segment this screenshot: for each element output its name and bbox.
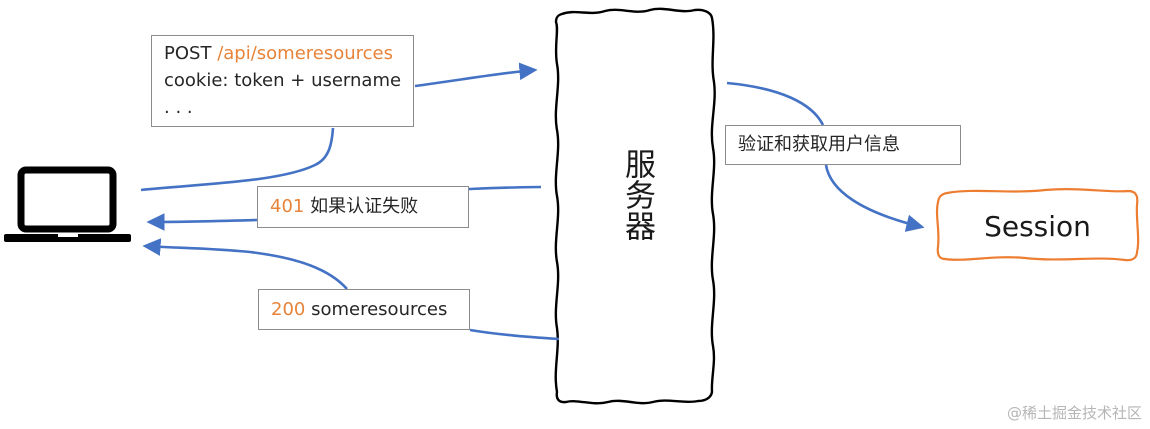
session-label: Session bbox=[984, 210, 1091, 243]
verify-text: 验证和获取用户信息 bbox=[738, 134, 900, 155]
verify-box: 验证和获取用户信息 bbox=[725, 125, 961, 165]
server-label: 服务器 bbox=[619, 148, 655, 241]
request-method: POST bbox=[164, 43, 212, 64]
success-arrow bbox=[145, 246, 560, 341]
request-ellipsis: . . . bbox=[164, 97, 193, 118]
fail-code: 401 bbox=[270, 196, 305, 217]
request-line: POST /api/someresources bbox=[164, 40, 413, 67]
laptop-icon bbox=[4, 166, 131, 242]
success-text: someresources bbox=[311, 299, 448, 320]
server-box bbox=[554, 7, 716, 405]
request-box: POST /api/someresources cookie: token + … bbox=[151, 35, 414, 127]
fail-text: 如果认证失败 bbox=[310, 196, 419, 217]
fail-arrow bbox=[149, 185, 542, 222]
watermark: @稀土掘金技术社区 bbox=[1006, 404, 1142, 422]
success-box: 200 someresources bbox=[258, 289, 470, 330]
fail-box: 401 如果认证失败 bbox=[257, 186, 469, 228]
request-path: /api/someresources bbox=[217, 43, 394, 64]
success-code: 200 bbox=[271, 299, 306, 320]
request-arrow bbox=[140, 70, 535, 192]
session-arrow bbox=[726, 81, 922, 227]
request-cookie: cookie: token + username bbox=[164, 70, 402, 91]
